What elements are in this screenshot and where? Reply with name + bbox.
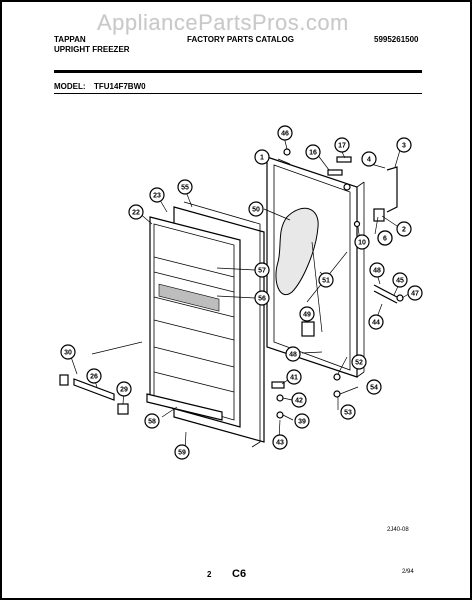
kick-plate — [59, 374, 223, 421]
callout-3: 3 — [396, 137, 412, 153]
page-number: 2 — [207, 570, 212, 579]
callout-55: 55 — [177, 179, 193, 195]
callout-52: 52 — [351, 354, 367, 370]
header-rule — [54, 70, 422, 73]
svg-text:50: 50 — [252, 207, 260, 214]
svg-text:57: 57 — [258, 268, 266, 275]
callout-4: 4 — [361, 151, 377, 167]
callout-53: 53 — [340, 404, 356, 420]
callout-45: 45 — [392, 272, 408, 288]
svg-text:54: 54 — [370, 385, 378, 392]
callout-46: 46 — [277, 125, 293, 141]
callout-47: 47 — [407, 285, 423, 301]
callout-41: 41 — [286, 369, 302, 385]
callout-22: 22 — [128, 204, 144, 220]
catalog-number: 5995261500 — [374, 35, 419, 44]
figure-code: 2J40-08 — [387, 527, 409, 533]
callout-10: 10 — [354, 234, 370, 250]
callout-26: 26 — [86, 368, 102, 384]
svg-text:39: 39 — [298, 419, 306, 426]
svg-text:3: 3 — [402, 143, 406, 150]
callout-54: 54 — [366, 379, 382, 395]
svg-text:17: 17 — [338, 143, 346, 150]
svg-text:26: 26 — [90, 374, 98, 381]
catalog-date: 2/94 — [402, 569, 414, 575]
lower-hinge — [271, 373, 341, 419]
product-label: UPRIGHT FREEZER — [54, 45, 130, 54]
callout-29: 29 — [116, 381, 132, 397]
svg-text:23: 23 — [153, 193, 161, 200]
svg-text:6: 6 — [383, 236, 387, 243]
svg-text:4: 4 — [367, 157, 371, 164]
svg-text:53: 53 — [344, 410, 352, 417]
callout-16: 16 — [305, 144, 321, 160]
callout-58: 58 — [144, 413, 160, 429]
svg-text:16: 16 — [309, 150, 317, 157]
callout-bubbles: 1 2 3 4 5 10 16 17 22 23 26 29 30 39 41 … — [60, 125, 423, 460]
model-value: TFU14F7BW0 — [94, 82, 146, 91]
insulation-blob — [275, 207, 319, 295]
svg-text:46: 46 — [281, 131, 289, 138]
svg-text:2: 2 — [402, 227, 406, 234]
watermark: AppliancePartsPros.com — [97, 10, 349, 35]
model-label: MODEL: — [54, 82, 86, 91]
svg-text:56: 56 — [258, 296, 266, 303]
callout-57: 57 — [254, 262, 270, 278]
callout-49: 49 — [299, 306, 315, 322]
svg-text:41: 41 — [290, 375, 298, 382]
svg-text:29: 29 — [120, 387, 128, 394]
callout-44: 44 — [368, 314, 384, 330]
svg-text:1: 1 — [260, 155, 264, 162]
svg-text:55: 55 — [181, 185, 189, 192]
cabinet-liner — [266, 156, 365, 378]
svg-text:58: 58 — [148, 419, 156, 426]
svg-text:44: 44 — [372, 320, 380, 327]
section-code: C6 — [232, 568, 247, 580]
callout-23: 23 — [149, 187, 165, 203]
svg-text:47: 47 — [411, 291, 419, 298]
callout-42: 42 — [291, 392, 307, 408]
svg-text:30: 30 — [64, 350, 72, 357]
svg-text:45: 45 — [396, 278, 404, 285]
callout-59: 59 — [174, 444, 190, 460]
svg-text:51: 51 — [322, 278, 330, 285]
callout-6-label: 6 — [377, 230, 393, 246]
svg-text:10: 10 — [358, 240, 366, 247]
callout-30: 30 — [60, 344, 76, 360]
svg-text:59: 59 — [178, 450, 186, 457]
callout-39: 39 — [294, 413, 310, 429]
hinge-assembly — [283, 148, 398, 228]
svg-text:22: 22 — [132, 210, 140, 217]
svg-text:42: 42 — [295, 398, 303, 405]
callout-48: 48 — [369, 262, 385, 278]
callout-50: 50 — [248, 201, 264, 217]
callout-2: 2 — [396, 221, 412, 237]
freezer-door — [149, 201, 265, 448]
callout-17: 17 — [334, 137, 350, 153]
model-rule — [54, 93, 422, 94]
callout-1: 1 — [254, 149, 270, 165]
svg-text:48: 48 — [289, 352, 297, 359]
callout-43: 43 — [272, 434, 288, 450]
callout-56: 56 — [254, 290, 270, 306]
svg-text:48: 48 — [373, 268, 381, 275]
leg-cluster — [373, 284, 404, 304]
svg-text:43: 43 — [276, 440, 284, 447]
callout-51: 51 — [318, 272, 334, 288]
svg-text:52: 52 — [355, 360, 363, 367]
svg-text:49: 49 — [303, 312, 311, 319]
catalog-title: FACTORY PARTS CATALOG — [187, 35, 294, 44]
callout-48-dup: 48 — [285, 346, 301, 362]
brand-label: TAPPAN — [54, 35, 86, 44]
